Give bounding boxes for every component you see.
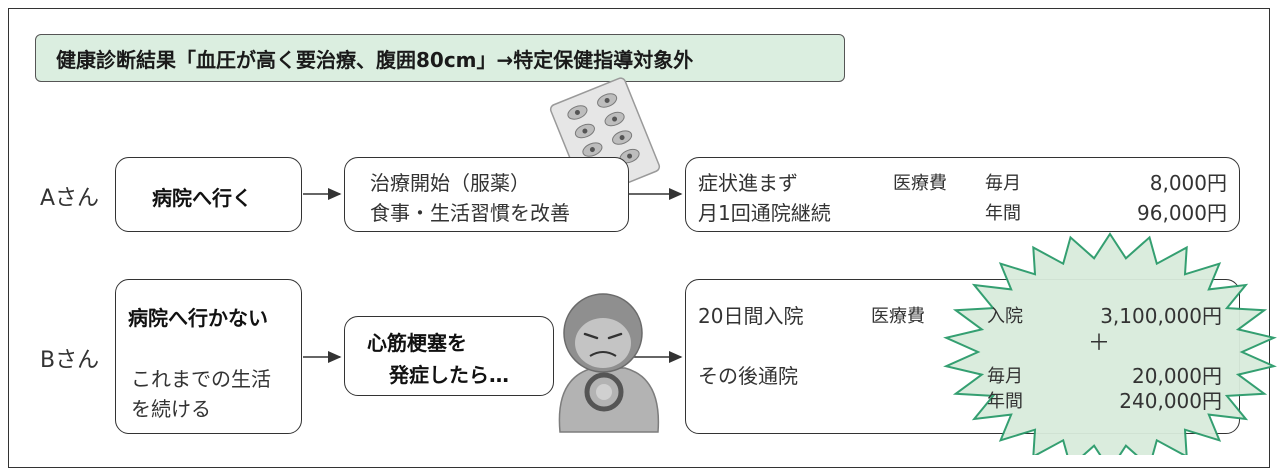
person-a-label: Aさん: [40, 186, 100, 211]
person-b-label: Bさん: [40, 348, 100, 373]
title-text: 健康診断結果「血圧が高く要治療、腹囲80cm」→特定保健指導対象外: [56, 47, 694, 72]
b-plus-sign: ＋: [1088, 331, 1111, 356]
b-step1-box: 病院へ行かない これまでの生活 を続ける: [115, 279, 302, 434]
a-yearly-amount: 96,000円: [1137, 201, 1227, 225]
b-result-line2: その後通院: [698, 364, 798, 388]
b-monthly-amount: 20,000円: [1132, 364, 1222, 388]
b-step1-line1: これまでの生活: [131, 367, 271, 391]
b-step2-line2: 発症したら…: [389, 363, 509, 387]
a-result-line2: 月1回通院継続: [698, 201, 831, 225]
b-step2-box: 心筋梗塞を 発症したら…: [344, 316, 554, 396]
b-step2-line1: 心筋梗塞を: [367, 331, 467, 355]
a-yearly-label: 年間: [985, 203, 1021, 224]
title-banner: 健康診断結果「血圧が高く要治療、腹囲80cm」→特定保健指導対象外: [35, 34, 845, 82]
a-result-line1: 症状進まず: [698, 171, 798, 195]
a-step2-line1: 治療開始（服薬）: [370, 171, 530, 195]
b-step1-line2: を続ける: [131, 397, 211, 421]
a-step2-line2: 食事・生活習慣を改善: [370, 201, 570, 225]
a-result-box: 症状進まず 月1回通院継続 医療費 毎月 年間 8,000円 96,000円: [685, 157, 1240, 232]
diagram: 健康診断結果「血圧が高く要治療、腹囲80cm」→特定保健指導対象外: [8, 8, 1277, 468]
b-step1-title: 病院へ行かない: [128, 306, 268, 330]
a-step1-box: 病院へ行く: [115, 157, 302, 232]
a-monthly-amount: 8,000円: [1149, 171, 1227, 195]
connector-layer: [303, 188, 683, 363]
b-yearly-amount: 240,000円: [1119, 389, 1222, 413]
cost-burst: [943, 232, 1277, 455]
b-cost-label: 医療費: [871, 306, 925, 327]
a-step1-text: 病院へ行く: [152, 186, 252, 210]
b-result-line1: 20日間入院: [698, 304, 804, 328]
b-hospital-amount: 3,100,000円: [1100, 304, 1222, 328]
b-yearly-label: 年間: [987, 391, 1023, 412]
a-monthly-label: 毎月: [985, 173, 1021, 194]
chest-pain-person-icon: [558, 293, 660, 433]
a-step2-box: 治療開始（服薬） 食事・生活習慣を改善: [344, 157, 629, 232]
b-hospital-label: 入院: [987, 306, 1023, 327]
b-monthly-label: 毎月: [987, 366, 1023, 387]
a-cost-label: 医療費: [893, 173, 947, 194]
